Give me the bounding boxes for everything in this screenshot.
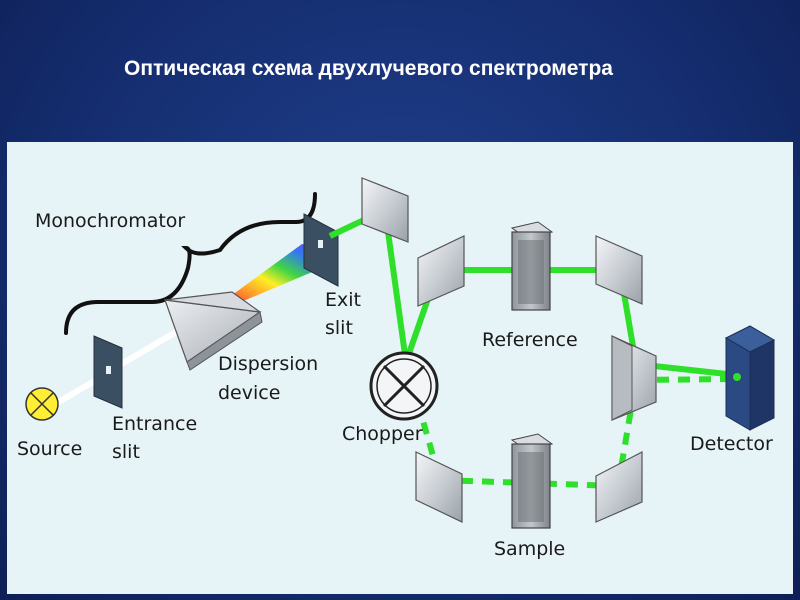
detector-label: Detector — [690, 433, 773, 455]
entrance-slit-label-2: slit — [112, 441, 140, 463]
cuvette-icon — [510, 433, 554, 529]
entrance-slit-label-1: Entrance — [112, 413, 197, 435]
cuvette-icon — [510, 221, 554, 311]
exit-slit-label-2: slit — [325, 317, 353, 339]
dispersion-device-label-1: Dispersion — [218, 353, 318, 375]
mirror-icon — [417, 235, 465, 307]
lamp-icon — [25, 387, 59, 421]
exit-slit-label-1: Exit — [325, 289, 361, 311]
mirror-icon — [595, 235, 643, 305]
mirror-icon — [361, 177, 409, 243]
sample-beam — [403, 361, 737, 489]
slit-icon — [93, 335, 123, 409]
slit-icon — [303, 213, 339, 287]
monochromator-label: Monochromator — [35, 210, 185, 232]
prism-icon — [164, 291, 263, 371]
mirror-icon — [611, 335, 657, 421]
chopper-label: Chopper — [342, 423, 423, 445]
diagram-panel: Monochromator Source Entrance slit Dispe… — [7, 142, 793, 594]
detector-icon — [724, 325, 776, 431]
slide-title: Оптическая схема двухлучевого спектромет… — [124, 57, 613, 80]
mirror-icon — [415, 451, 463, 523]
source-label: Source — [17, 438, 82, 460]
chopper-icon — [369, 351, 439, 421]
monochromator-brace — [64, 192, 317, 335]
mirror-icon — [595, 451, 643, 523]
reference-label: Reference — [482, 329, 578, 351]
sample-label: Sample — [494, 538, 565, 560]
spectrometer-diagram: Monochromator Source Entrance slit Dispe… — [17, 177, 776, 560]
dispersion-device-label-2: device — [218, 382, 280, 404]
